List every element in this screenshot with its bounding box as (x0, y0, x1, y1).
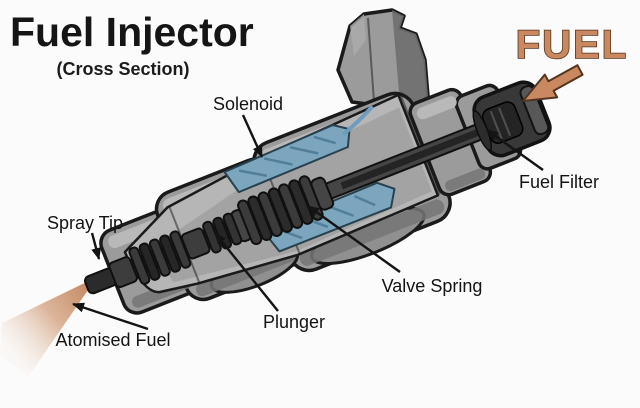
connector-tab-shadow-facet (392, 10, 428, 108)
spray-cone (0, 277, 97, 377)
label-valve-spring: Valve Spring (382, 276, 483, 296)
valve-spring-part (230, 175, 335, 246)
label-plunger: Plunger (263, 312, 325, 332)
label-fuel-filter: Fuel Filter (519, 172, 599, 192)
fuel-filter-rings (489, 107, 512, 140)
fuel-flow-label: FUEL (516, 23, 628, 67)
connector-tab (336, 8, 430, 112)
leader-solenoid (241, 114, 264, 158)
leader-atomised-fuel (72, 302, 149, 331)
page-subtitle: (Cross Section) (56, 59, 189, 79)
leader-spray-tip (90, 232, 101, 260)
connector-tab-light-facet (350, 14, 366, 56)
needle-rod (340, 119, 504, 190)
solenoid-upper-hatch (238, 135, 337, 177)
solenoid-upper-coil (223, 124, 351, 194)
connector-tab-edge (367, 17, 375, 103)
solenoid-lower-hatch (276, 194, 376, 240)
fuel-flow-arrow-icon (522, 64, 584, 102)
leader-plunger (214, 232, 279, 312)
page-title: Fuel Injector (10, 9, 254, 55)
solenoid-wire (342, 105, 374, 136)
leader-lines (72, 114, 544, 331)
label-solenoid: Solenoid (213, 94, 283, 114)
leader-fuel-filter (486, 129, 544, 171)
label-spray-tip: Spray Tip (47, 213, 123, 233)
label-atomised-fuel: Atomised Fuel (55, 330, 170, 350)
solenoid-windings (223, 105, 396, 253)
leader-valve-spring (307, 205, 401, 273)
injector-body (84, 80, 552, 315)
